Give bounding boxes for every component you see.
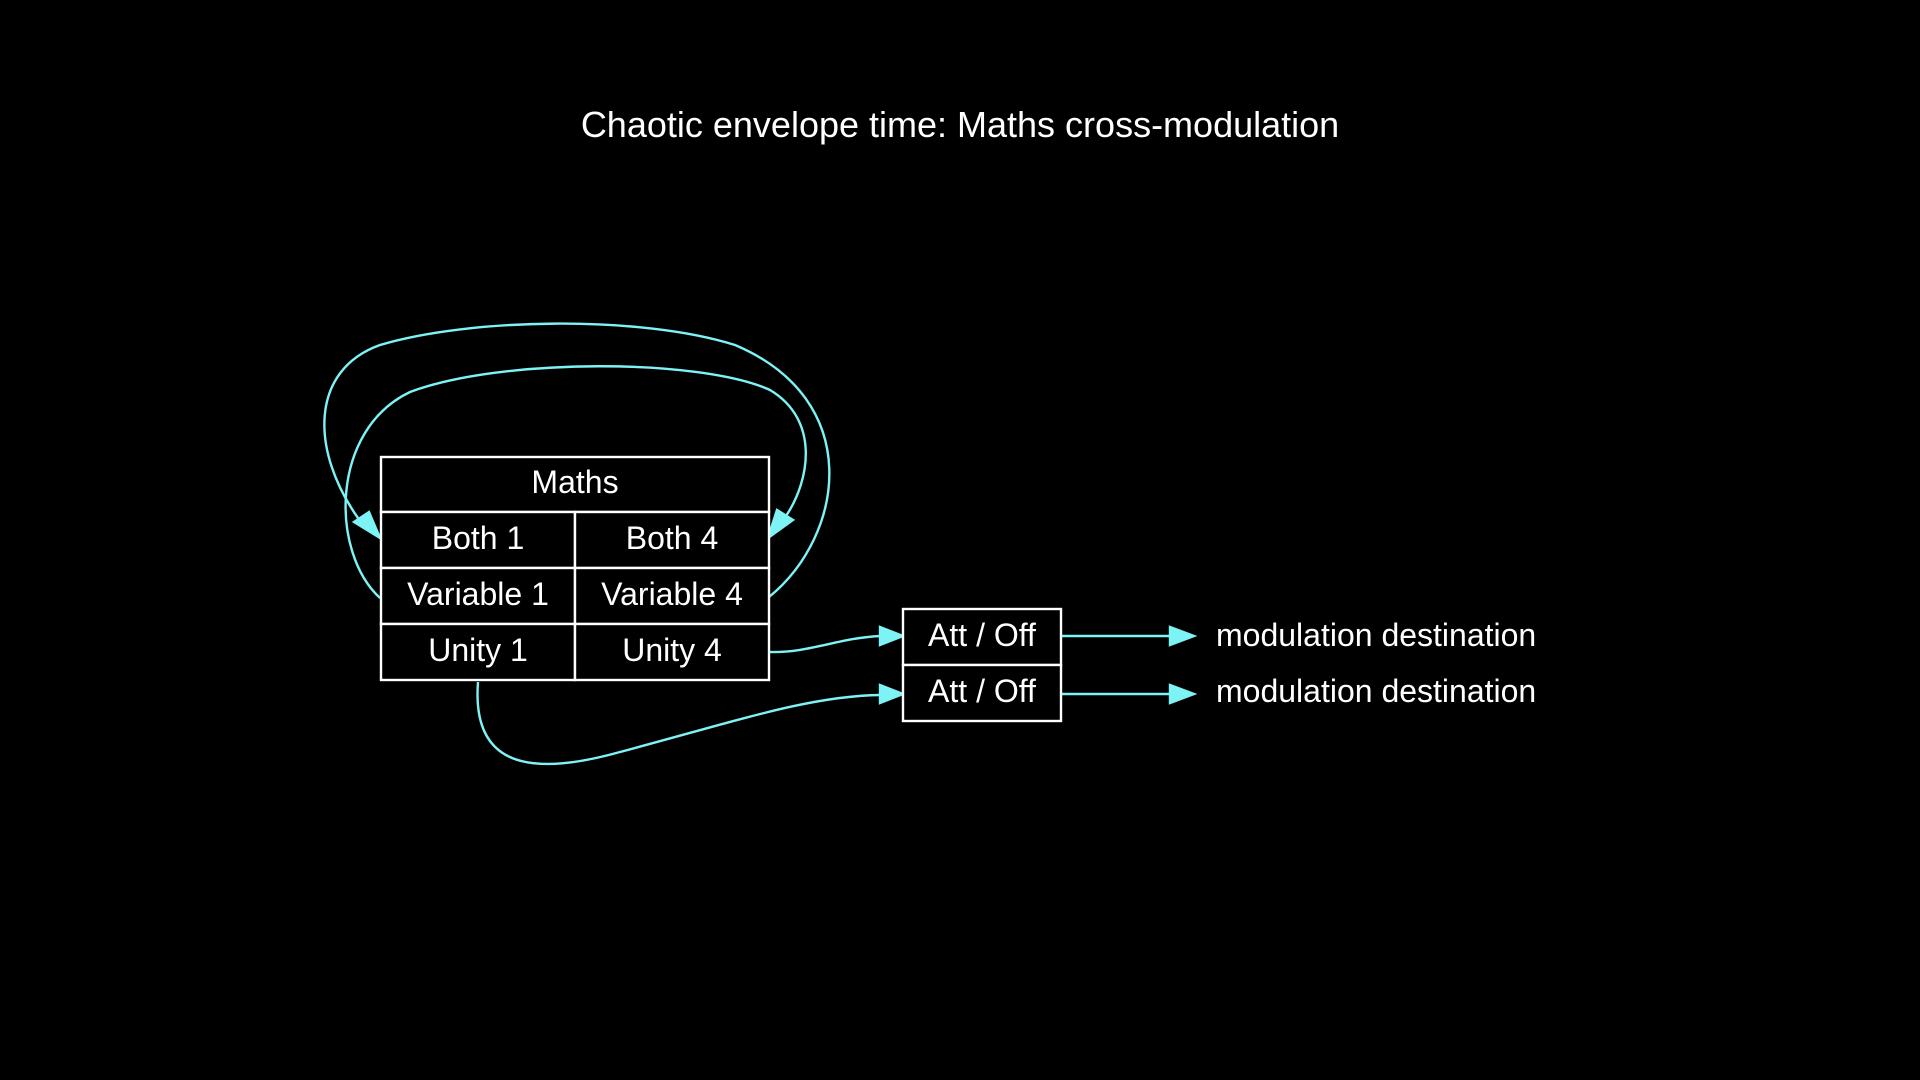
- att-off-2-cell: [901, 663, 1063, 723]
- arrowhead-dest2: [1168, 683, 1198, 705]
- maths-header-cell: [379, 455, 771, 514]
- att-off-1-cell: [901, 607, 1063, 667]
- variable4-cell: [573, 566, 771, 626]
- both4-label: Both 4: [626, 520, 719, 556]
- maths-module: Maths Both 1 Both 4 Variable 1 Variable …: [379, 455, 771, 682]
- att-off-module: Att / Off Att / Off: [901, 607, 1063, 723]
- both1-cell: [379, 510, 577, 570]
- diagram-title: Chaotic envelope time: Maths cross-modul…: [581, 104, 1339, 145]
- patch-cables: [323, 322, 1198, 766]
- variable1-cell: [379, 566, 577, 626]
- unity1-label: Unity 1: [428, 632, 528, 668]
- destinations: modulation destination modulation destin…: [1216, 617, 1536, 709]
- both4-cell: [573, 510, 771, 570]
- unity4-cell: [573, 622, 771, 682]
- both1-label: Both 1: [432, 520, 525, 556]
- arrowhead-both4: [765, 508, 796, 542]
- att-off-1-label: Att / Off: [928, 617, 1036, 653]
- variable4-label: Variable 4: [601, 576, 743, 612]
- unity4-label: Unity 4: [622, 632, 722, 668]
- modulation-destination-2: modulation destination: [1216, 673, 1536, 709]
- unity1-cell: [379, 622, 577, 682]
- maths-header-label: Maths: [531, 464, 618, 500]
- cable-variable1-to-both4: [344, 365, 807, 599]
- cable-unity4-to-att1: [768, 634, 881, 654]
- arrowhead-both1: [351, 510, 383, 541]
- variable1-label: Variable 1: [407, 576, 549, 612]
- cable-variable4-to-both1: [323, 322, 831, 598]
- modulation-destination-1: modulation destination: [1216, 617, 1536, 653]
- arrowhead-dest1: [1168, 625, 1198, 647]
- cable-unity1-to-att2: [476, 681, 881, 766]
- att-off-2-label: Att / Off: [928, 673, 1036, 709]
- arrowhead-att1: [878, 625, 907, 647]
- arrowhead-att2: [878, 683, 907, 705]
